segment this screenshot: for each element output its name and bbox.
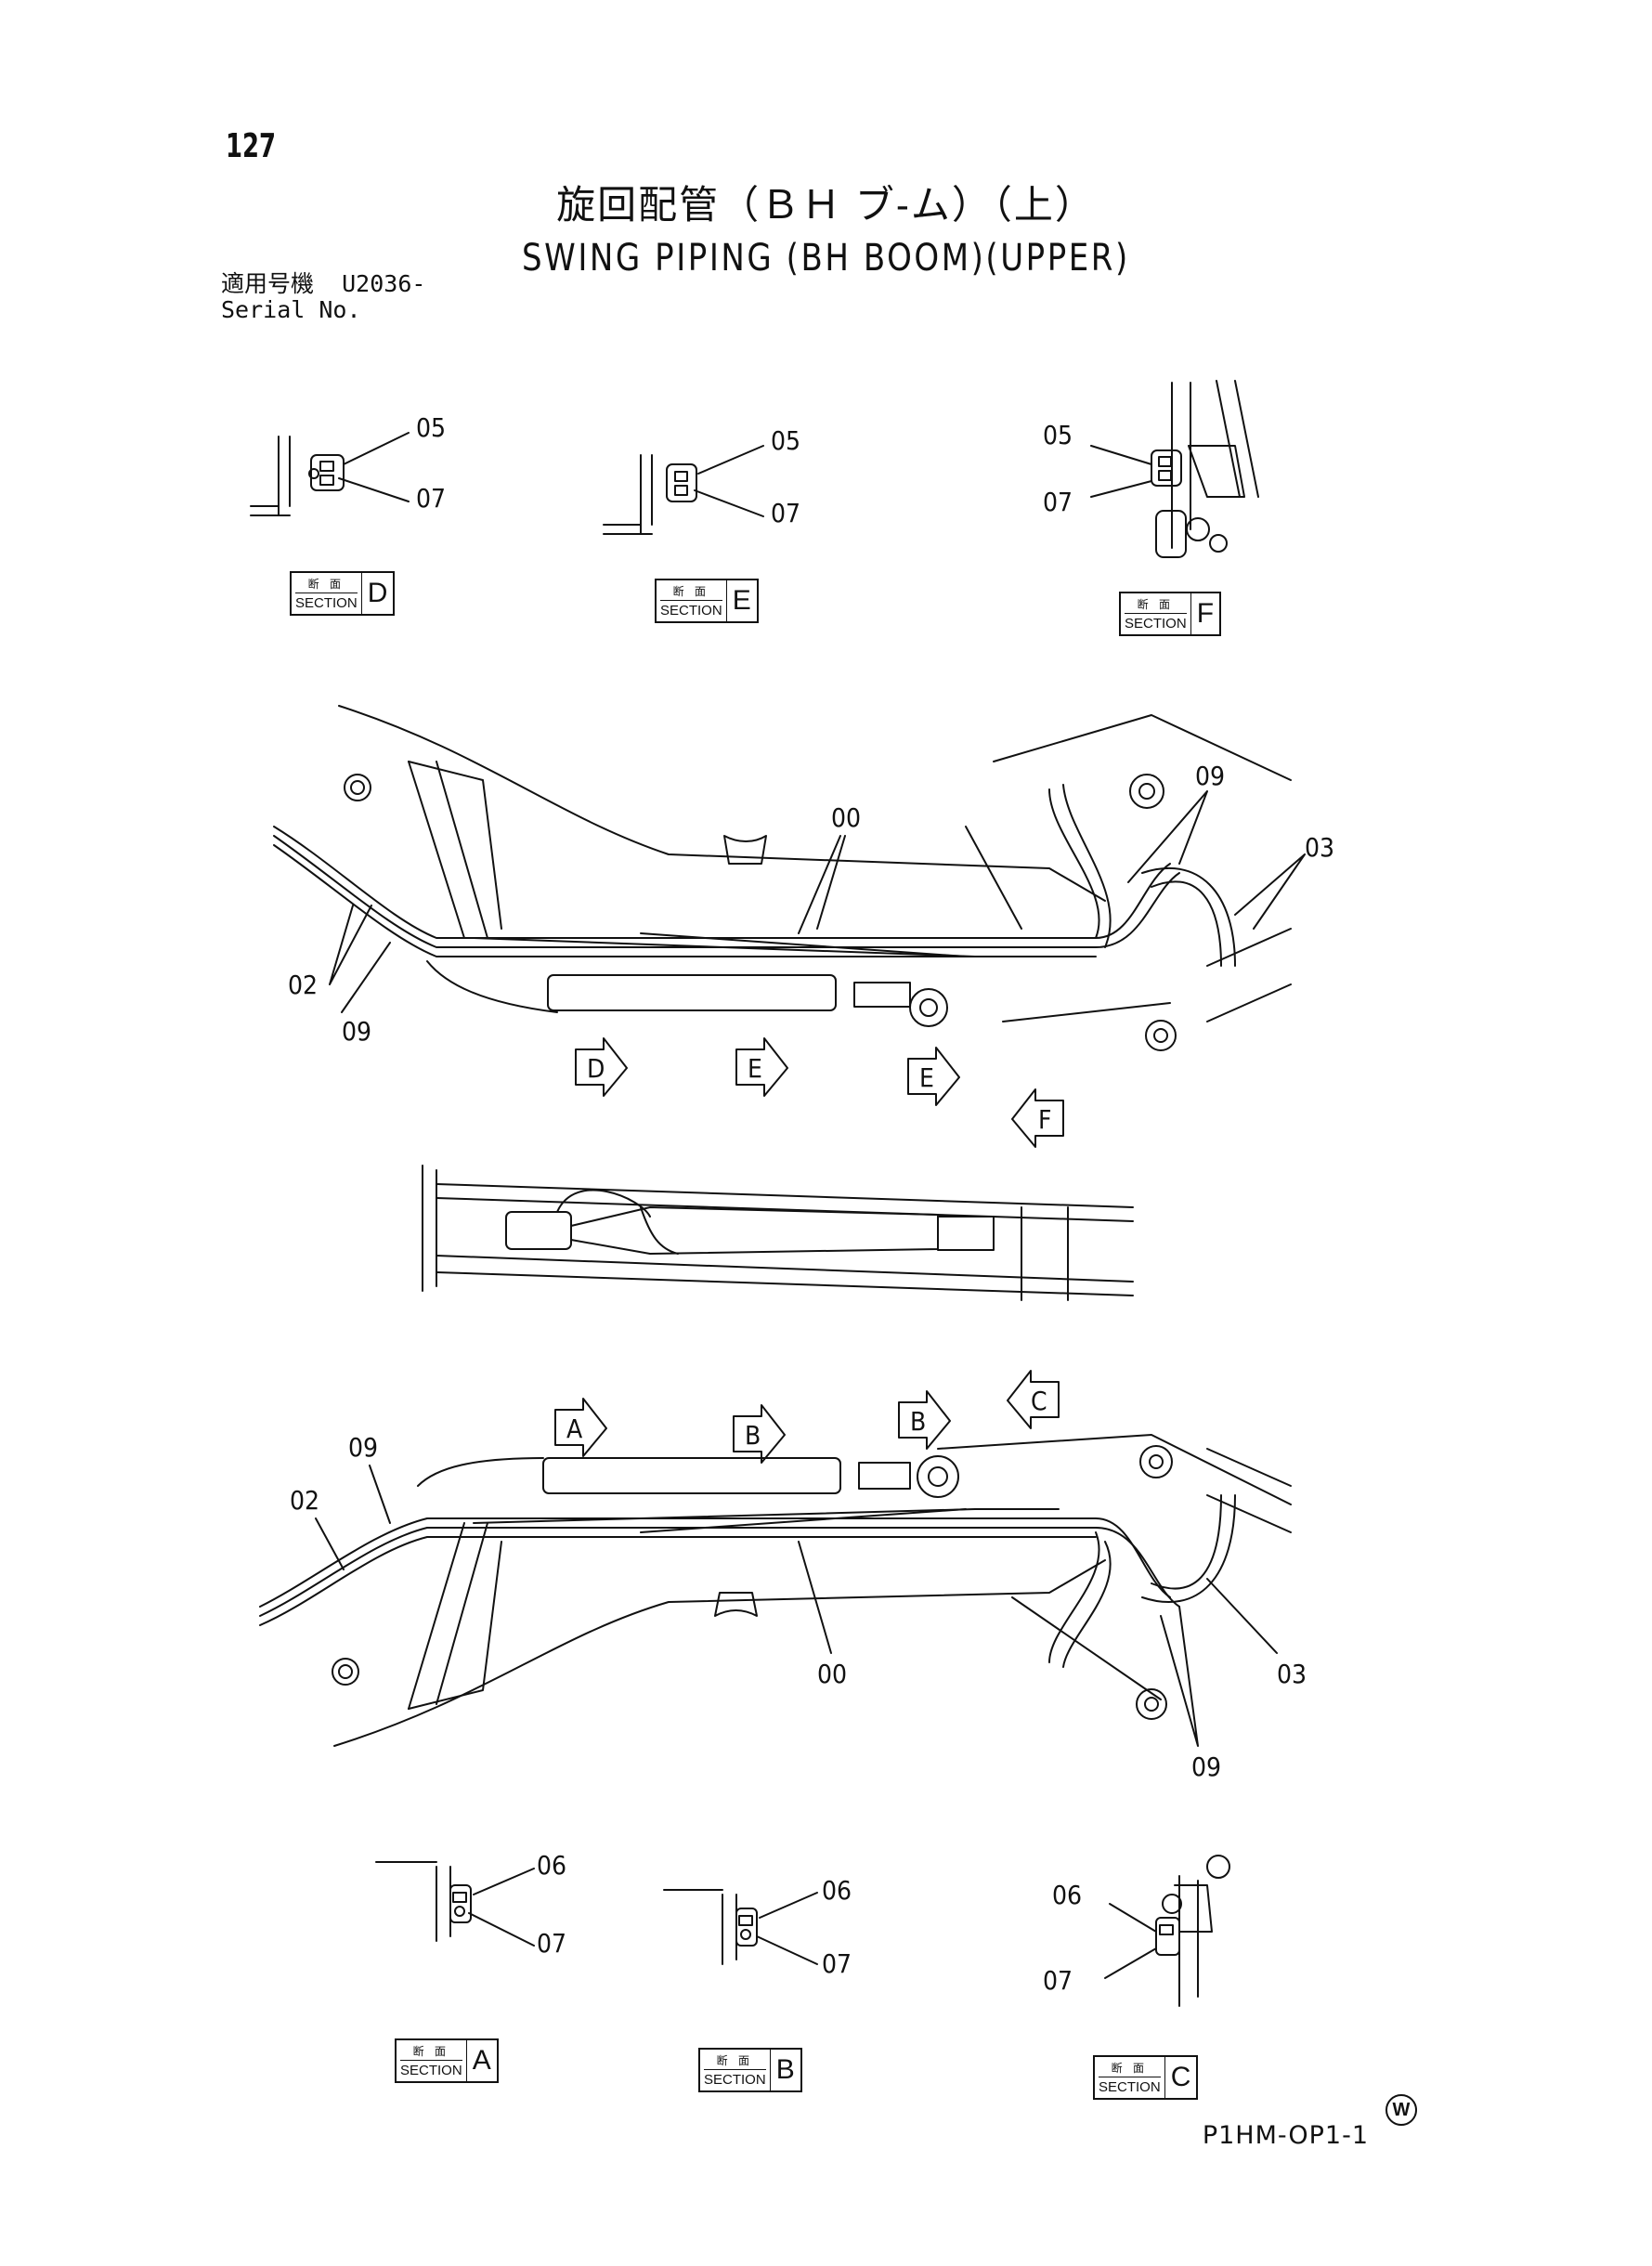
section-c-label-jp: 断 面: [1099, 2060, 1161, 2077]
upper-boom-view: 00 09 03 02 09 D E E F: [273, 705, 1334, 1148]
section-e-detail: 05 07: [603, 425, 800, 535]
footer-circled-mark: W: [1385, 2094, 1417, 2126]
lower-arrow-a-letter: A: [566, 1413, 583, 1444]
upper-callout-09-left: 09: [342, 1016, 371, 1047]
section-e-callout-07: 07: [771, 498, 800, 528]
section-d-label-en: SECTION: [295, 595, 358, 611]
upper-callout-02: 02: [288, 970, 318, 1000]
section-b-label-en: SECTION: [704, 2072, 766, 2088]
upper-arrow-f-letter: F: [1038, 1104, 1052, 1135]
footer-code: P1HM-OP1-1: [1202, 2121, 1369, 2150]
lower-callout-03: 03: [1277, 1659, 1307, 1689]
lower-boom-view: 09 02 00 03 09 A B B C: [259, 1370, 1307, 1782]
serial-label-en: Serial No.: [221, 296, 361, 323]
upper-arrow-d-letter: D: [587, 1053, 605, 1084]
section-b-callout-06: 06: [822, 1875, 852, 1906]
section-c-callout-06: 06: [1052, 1880, 1082, 1910]
section-d-detail: 05 07: [250, 412, 446, 516]
lower-callout-09-right: 09: [1191, 1752, 1221, 1782]
section-c-detail: 06 07: [1043, 1855, 1230, 2007]
section-e-label: 断 面 SECTION E: [655, 579, 759, 623]
section-e-letter: E: [732, 585, 751, 616]
section-a-label-jp: 断 面: [400, 2043, 462, 2061]
serial-value: U2036-: [342, 270, 426, 297]
title-english: SWING PIPING (BH BOOM)(UPPER): [522, 237, 1130, 280]
section-a-letter: A: [472, 2045, 491, 2076]
lower-arrow-b2-letter: B: [910, 1406, 926, 1437]
section-a-callout-07: 07: [537, 1928, 566, 1959]
section-d-callout-05: 05: [416, 412, 446, 443]
serial-block: 適用号機 U2036- Serial No.: [221, 271, 425, 323]
section-c-callout-07: 07: [1043, 1965, 1073, 1996]
section-a-callout-06: 06: [537, 1850, 566, 1881]
section-c-letter: C: [1170, 2062, 1191, 2092]
section-d-letter: D: [367, 578, 388, 608]
section-b-label-jp: 断 面: [704, 2052, 766, 2070]
section-a-detail: 06 07: [375, 1850, 566, 1959]
section-f-callout-05: 05: [1043, 420, 1073, 450]
serial-label-jp: 適用号機: [221, 270, 315, 297]
section-c-label: 断 面 SECTION C: [1093, 2055, 1199, 2100]
section-b-detail: 06 07: [663, 1875, 852, 1979]
lower-arrow-c-letter: C: [1031, 1386, 1047, 1416]
section-d-callout-07: 07: [416, 483, 446, 514]
section-f-detail: 05 07: [1043, 380, 1259, 558]
section-f-letter: F: [1196, 598, 1215, 629]
section-a-label-en: SECTION: [400, 2063, 462, 2078]
title-japanese: 旋回配管（ＢＨ ブ-ム）（上）: [556, 183, 1096, 227]
section-d-label: 断 面 SECTION D: [290, 571, 396, 616]
section-d-label-jp: 断 面: [295, 576, 358, 593]
section-b-label: 断 面 SECTION B: [698, 2048, 802, 2092]
section-e-label-en: SECTION: [660, 603, 722, 619]
lower-callout-02: 02: [290, 1485, 319, 1516]
section-f-label: 断 面 SECTION F: [1119, 592, 1222, 636]
upper-callout-03: 03: [1305, 832, 1334, 863]
section-f-label-en: SECTION: [1125, 616, 1187, 632]
section-e-callout-05: 05: [771, 425, 800, 456]
upper-arrow-e1-letter: E: [748, 1053, 762, 1084]
upper-callout-09-right: 09: [1195, 761, 1225, 791]
lower-arrow-b1-letter: B: [745, 1420, 761, 1451]
section-f-label-jp: 断 面: [1125, 596, 1187, 614]
upper-callout-00: 00: [831, 802, 861, 833]
section-c-label-en: SECTION: [1099, 2079, 1161, 2095]
page-number: 127: [226, 127, 277, 165]
section-f-callout-07: 07: [1043, 487, 1073, 517]
lower-callout-00: 00: [817, 1659, 847, 1689]
plan-view: [422, 1165, 1134, 1301]
lower-callout-09-left: 09: [348, 1432, 378, 1463]
section-e-label-jp: 断 面: [660, 583, 722, 601]
section-a-label: 断 面 SECTION A: [395, 2038, 499, 2083]
upper-arrow-e2-letter: E: [919, 1062, 934, 1093]
section-b-letter: B: [775, 2054, 795, 2085]
section-b-callout-07: 07: [822, 1948, 852, 1979]
